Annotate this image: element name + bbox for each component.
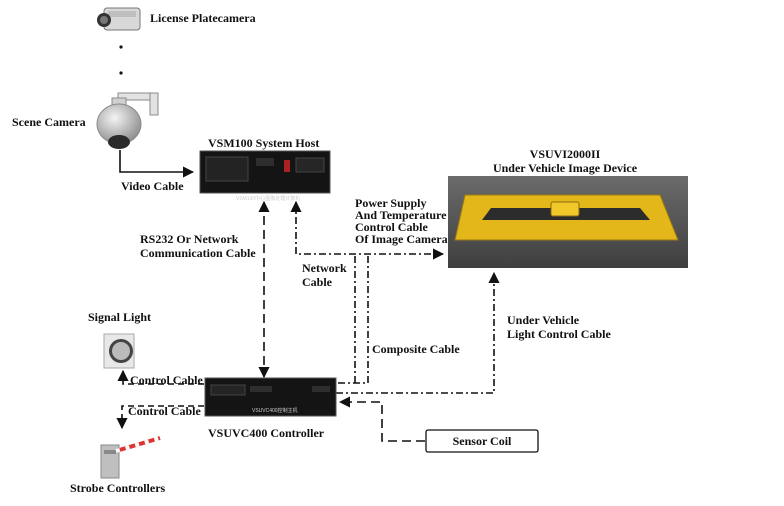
device-title-2: Under Vehicle Image Device (493, 161, 638, 175)
under-vehicle-light-cable-line (336, 271, 500, 394)
power-cable-label-4: Of Image Camera (355, 232, 448, 246)
scene-camera-label: Scene Camera (12, 115, 86, 129)
connector-dot (119, 45, 123, 49)
controller-icon: VSUVC400控制主机 (204, 377, 337, 417)
sensor-coil-box (425, 429, 539, 453)
host-caption: VSM100中心图像处理计算机 (236, 195, 300, 202)
device-title-1: VSUVI2000II (530, 147, 601, 161)
network-cable-label-2: Cable (302, 275, 333, 289)
signal-light-control-cable-line (117, 369, 204, 385)
signal-light-label: Signal Light (88, 310, 151, 324)
strobe-controller-icon (100, 436, 161, 479)
license-plate-camera-icon (97, 7, 141, 31)
controller-caption: VSUVC400控制主机 (252, 407, 298, 414)
power-supply-cable-line (338, 256, 369, 384)
video-cable-label: Video Cable (121, 179, 184, 193)
controller-title: VSUVC400 Controller (208, 426, 325, 440)
under-light-label-2: Light Control Cable (507, 327, 611, 341)
scene-camera-icon (96, 92, 159, 149)
under-vehicle-image-device-photo (448, 176, 688, 268)
video-cable-line (119, 150, 195, 178)
rs232-cable-label-2: Communication Cable (140, 246, 256, 260)
system-host-icon: VSM100中心图像处理计算机 (199, 150, 331, 202)
strobe-controllers-label: Strobe Controllers (70, 481, 166, 495)
network-cable-line (290, 200, 445, 260)
under-light-label-1: Under Vehicle (507, 313, 580, 327)
connector-dot (119, 71, 123, 75)
composite-cable-label: Composite Cable (372, 342, 460, 356)
sensor-coil-label: Sensor Coil (453, 434, 512, 448)
control-cable-label-2: Control Cable (128, 404, 201, 418)
sensor-coil-cable-line (338, 396, 425, 442)
network-cable-label-1: Network (302, 261, 347, 275)
strobe-control-cable-line (116, 405, 204, 430)
control-cable-label-1: Control Cable (130, 373, 203, 387)
license-plate-camera-label: License Platecamera (150, 11, 256, 25)
host-title: VSM100 System Host (208, 136, 319, 150)
rs232-cable-label-1: RS232 Or Network (140, 232, 239, 246)
signal-light-icon (103, 333, 135, 369)
